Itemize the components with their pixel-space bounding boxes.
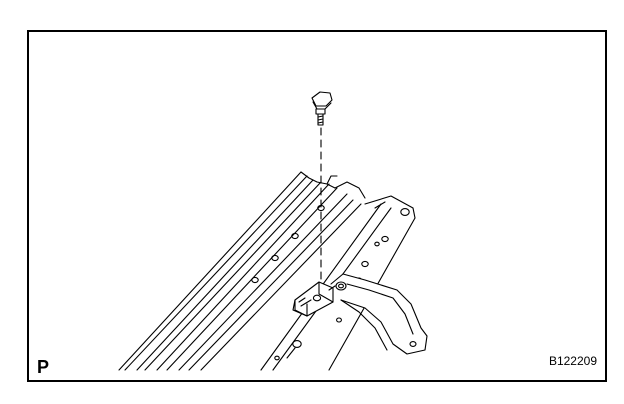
diagram-frame: P B122209 bbox=[27, 30, 607, 382]
panel-details bbox=[286, 317, 342, 359]
roof-rail bbox=[118, 171, 366, 371]
bolt-icon bbox=[311, 91, 333, 126]
view-code-label: P bbox=[37, 357, 50, 377]
technical-illustration bbox=[118, 91, 428, 371]
reinforcement-arm bbox=[328, 273, 428, 355]
mounting-bracket bbox=[292, 281, 334, 317]
figure-id-label: B122209 bbox=[548, 354, 597, 368]
